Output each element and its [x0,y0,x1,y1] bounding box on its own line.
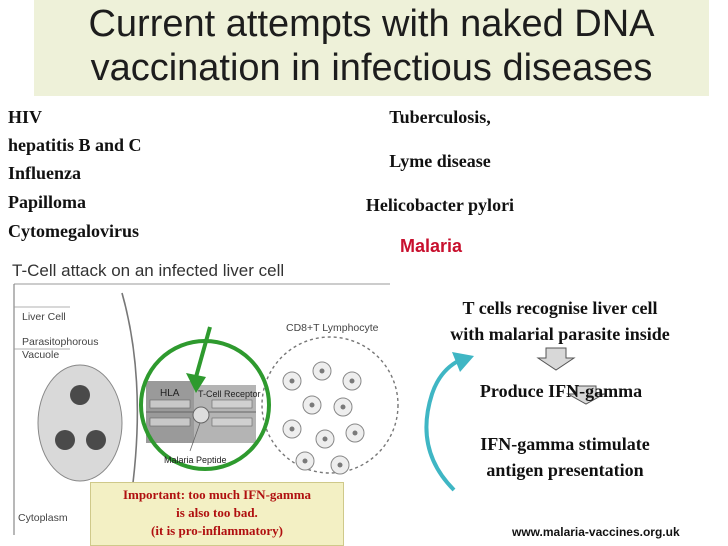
flow-arrow-2 [566,385,606,405]
slide-title: Current attempts with naked DNA vaccinat… [34,0,709,96]
flow-step-3-line-2: antigen presentation [486,460,644,480]
liver-cell-label: Liver Cell [22,311,66,323]
hla-label: HLA [160,388,180,399]
diagram-title: T-Cell attack on an infected liver cell [12,261,285,280]
peptide-pointer [189,422,201,452]
granule-dots [289,368,358,468]
flow-step-1-line-2: with malarial parasite inside [450,324,670,344]
flow-step-1-line-1: T cells recognise liver cell [462,298,658,318]
warning-box: Important: too much IFN-gamma is also to… [90,482,344,546]
disease-papilloma: Papilloma [8,192,87,212]
immune-flow-graphics [424,347,606,492]
source-url: www.malaria-vaccines.org.uk [512,525,680,539]
warning-line-1: Important: too much IFN-gamma [122,487,312,502]
parasite-top [70,385,90,405]
feedback-arrow-head [452,352,474,372]
lymphocyte-outline [261,336,399,474]
parasite-left [55,430,75,450]
t-cell-receptor-label: T-Cell Receptor [198,389,261,399]
liver-cell-membrane [121,292,139,506]
title-line-1: Current attempts with naked DNA [88,3,655,45]
disease-malaria: Malaria [400,236,463,256]
lymphocyte-label: CD8+T Lymphocyte [286,322,379,334]
highlight-arrow-head [186,373,206,393]
disease-tuberculosis: Tuberculosis, [389,107,491,127]
highlight-arrow-shaft [194,326,212,378]
warning-line-3: (it is pro-inflammatory) [151,523,283,538]
t-cell-diagram [13,283,399,535]
disease-hepatitis: hepatitis B and C [8,135,142,155]
flow-arrow-1 [536,347,576,371]
warning-line-2: is also too bad. [176,505,258,520]
flow-step-2: Produce IFN-gamma [479,381,643,401]
parasitophorous-vacuole [37,364,123,482]
title-line-2: vaccination in infectious diseases [90,47,653,89]
feedback-arc [424,358,461,492]
flow-step-3-line-1: IFN-gamma stimulate [480,434,650,454]
malaria-peptide-label: Malaria Peptide [164,455,227,465]
disease-helicobacter: Helicobacter pylori [365,195,515,215]
disease-lyme: Lyme disease [389,151,491,171]
disease-influenza: Influenza [8,163,82,183]
vacuole-label-line-2: Vacuole [22,349,60,361]
disease-cytomegalovirus: Cytomegalovirus [8,221,139,241]
malaria-peptide-mark [192,406,210,424]
vacuole-label-line-1: Parasitophorous [22,336,99,348]
disease-hiv: HIV [8,107,43,127]
parasite-right [86,430,106,450]
cytoplasm-label: Cytoplasm [18,512,68,524]
